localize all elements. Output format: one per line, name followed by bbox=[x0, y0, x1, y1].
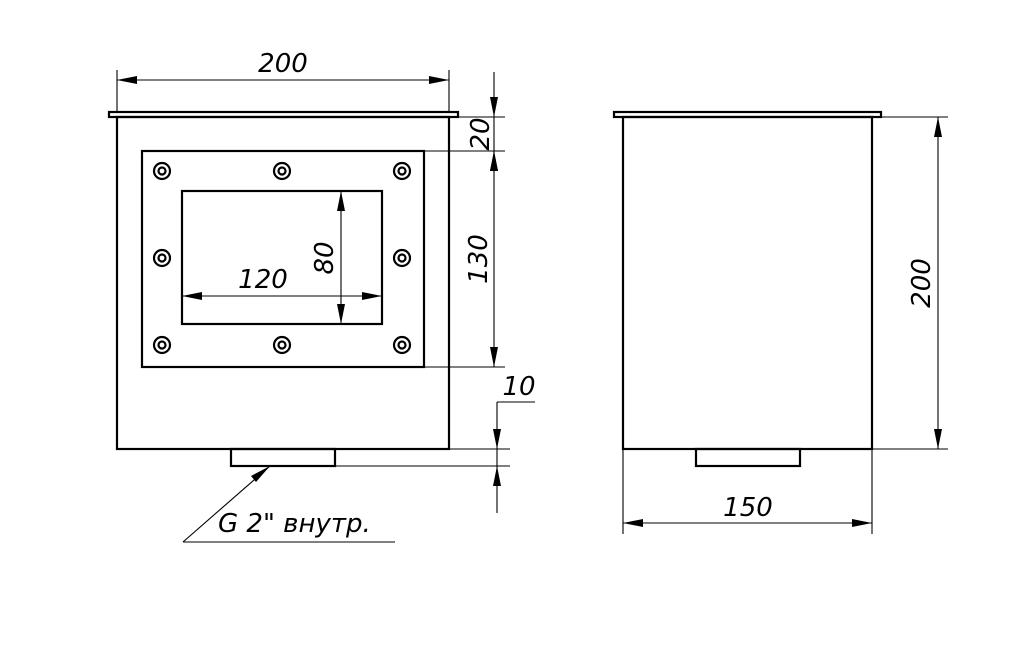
pipe-callout: G 2" внутр. bbox=[182, 465, 395, 543]
front-view: 200 20 130 120 bbox=[107, 49, 536, 543]
dim-side-depth-label: 150 bbox=[723, 493, 773, 523]
screw-icon bbox=[392, 248, 412, 268]
dim-front-pipe-label: 10 bbox=[502, 372, 535, 402]
frame-screws bbox=[152, 161, 412, 355]
dim-front-opening-width: 120 bbox=[182, 265, 382, 300]
screw-icon bbox=[152, 161, 172, 181]
screw-icon bbox=[152, 248, 172, 268]
dim-side-height-label: 200 bbox=[907, 258, 937, 308]
dim-front-width-label: 200 bbox=[258, 49, 308, 79]
dim-front-pipe: 10 bbox=[335, 372, 536, 513]
dim-front-frame-height-label: 130 bbox=[464, 234, 494, 284]
front-pipe-stub bbox=[229, 447, 337, 468]
dim-side-height: 200 bbox=[872, 116, 948, 450]
dim-front-width: 200 bbox=[116, 49, 450, 112]
front-window-opening bbox=[180, 189, 384, 326]
dim-front-opening-height-label: 80 bbox=[310, 241, 340, 274]
screw-icon bbox=[392, 161, 412, 181]
side-box-body bbox=[621, 115, 874, 451]
dim-front-flange-label: 20 bbox=[466, 117, 496, 150]
screw-icon bbox=[152, 335, 172, 355]
dim-side-depth: 150 bbox=[622, 449, 873, 534]
side-view: 200 150 bbox=[612, 110, 948, 534]
front-frame-plate bbox=[140, 149, 426, 369]
screw-icon bbox=[392, 335, 412, 355]
side-pipe-stub bbox=[694, 447, 802, 468]
dim-front-opening-height: 80 bbox=[310, 191, 345, 324]
screw-icon bbox=[272, 161, 292, 181]
screw-icon bbox=[272, 335, 292, 355]
dim-front-frame-height: 130 bbox=[424, 151, 505, 368]
pipe-callout-label: G 2" внутр. bbox=[218, 509, 371, 539]
dim-front-opening-width-label: 120 bbox=[238, 265, 288, 295]
